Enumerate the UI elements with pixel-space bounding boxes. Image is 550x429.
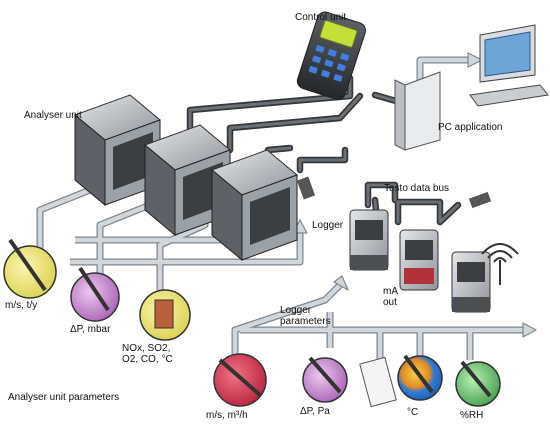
- logger-module-icon: [349, 209, 491, 313]
- ma-out-label: mA out: [383, 286, 398, 308]
- control-unit-label: Control unit: [295, 12, 347, 23]
- antenna-icon: [481, 243, 519, 285]
- pc-icon: [394, 24, 549, 151]
- sensor-pressure-pa: [302, 357, 348, 403]
- sensor-velocity-flow-label: m/s, t/y: [5, 300, 38, 311]
- sensor-pressure-pa-label: ΔP, Pa: [300, 406, 330, 417]
- sensor-velocity-volume-label: m/s, m³/h: [206, 410, 248, 421]
- testo-data-bus-label: Testo data bus: [384, 183, 450, 194]
- control-unit-icon: [296, 11, 366, 100]
- sensor-gases-label: NOx, SO2, O2, CO, °C: [122, 343, 173, 365]
- logger-label: Logger: [312, 220, 344, 231]
- analyser-module-icon: [74, 94, 298, 262]
- logger-connector-icon: [296, 176, 492, 209]
- sensor-pressure-mbar: [70, 272, 120, 322]
- sensor-probe-icon: [3, 238, 501, 408]
- analyser-unit-label: Analyser unit: [24, 110, 82, 121]
- sensor-chart-paper: [359, 356, 397, 408]
- logger-parameters-label: Logger parameters: [280, 305, 331, 327]
- analyser-unit-parameters-label: Analyser unit parameters: [8, 392, 120, 403]
- pc-application-label: PC application: [438, 122, 503, 133]
- sensor-temperature-label: °C: [407, 407, 419, 418]
- sensor-humidity-label: %RH: [460, 410, 484, 421]
- sensor-pressure-mbar-label: ΔP, mbar: [70, 324, 111, 335]
